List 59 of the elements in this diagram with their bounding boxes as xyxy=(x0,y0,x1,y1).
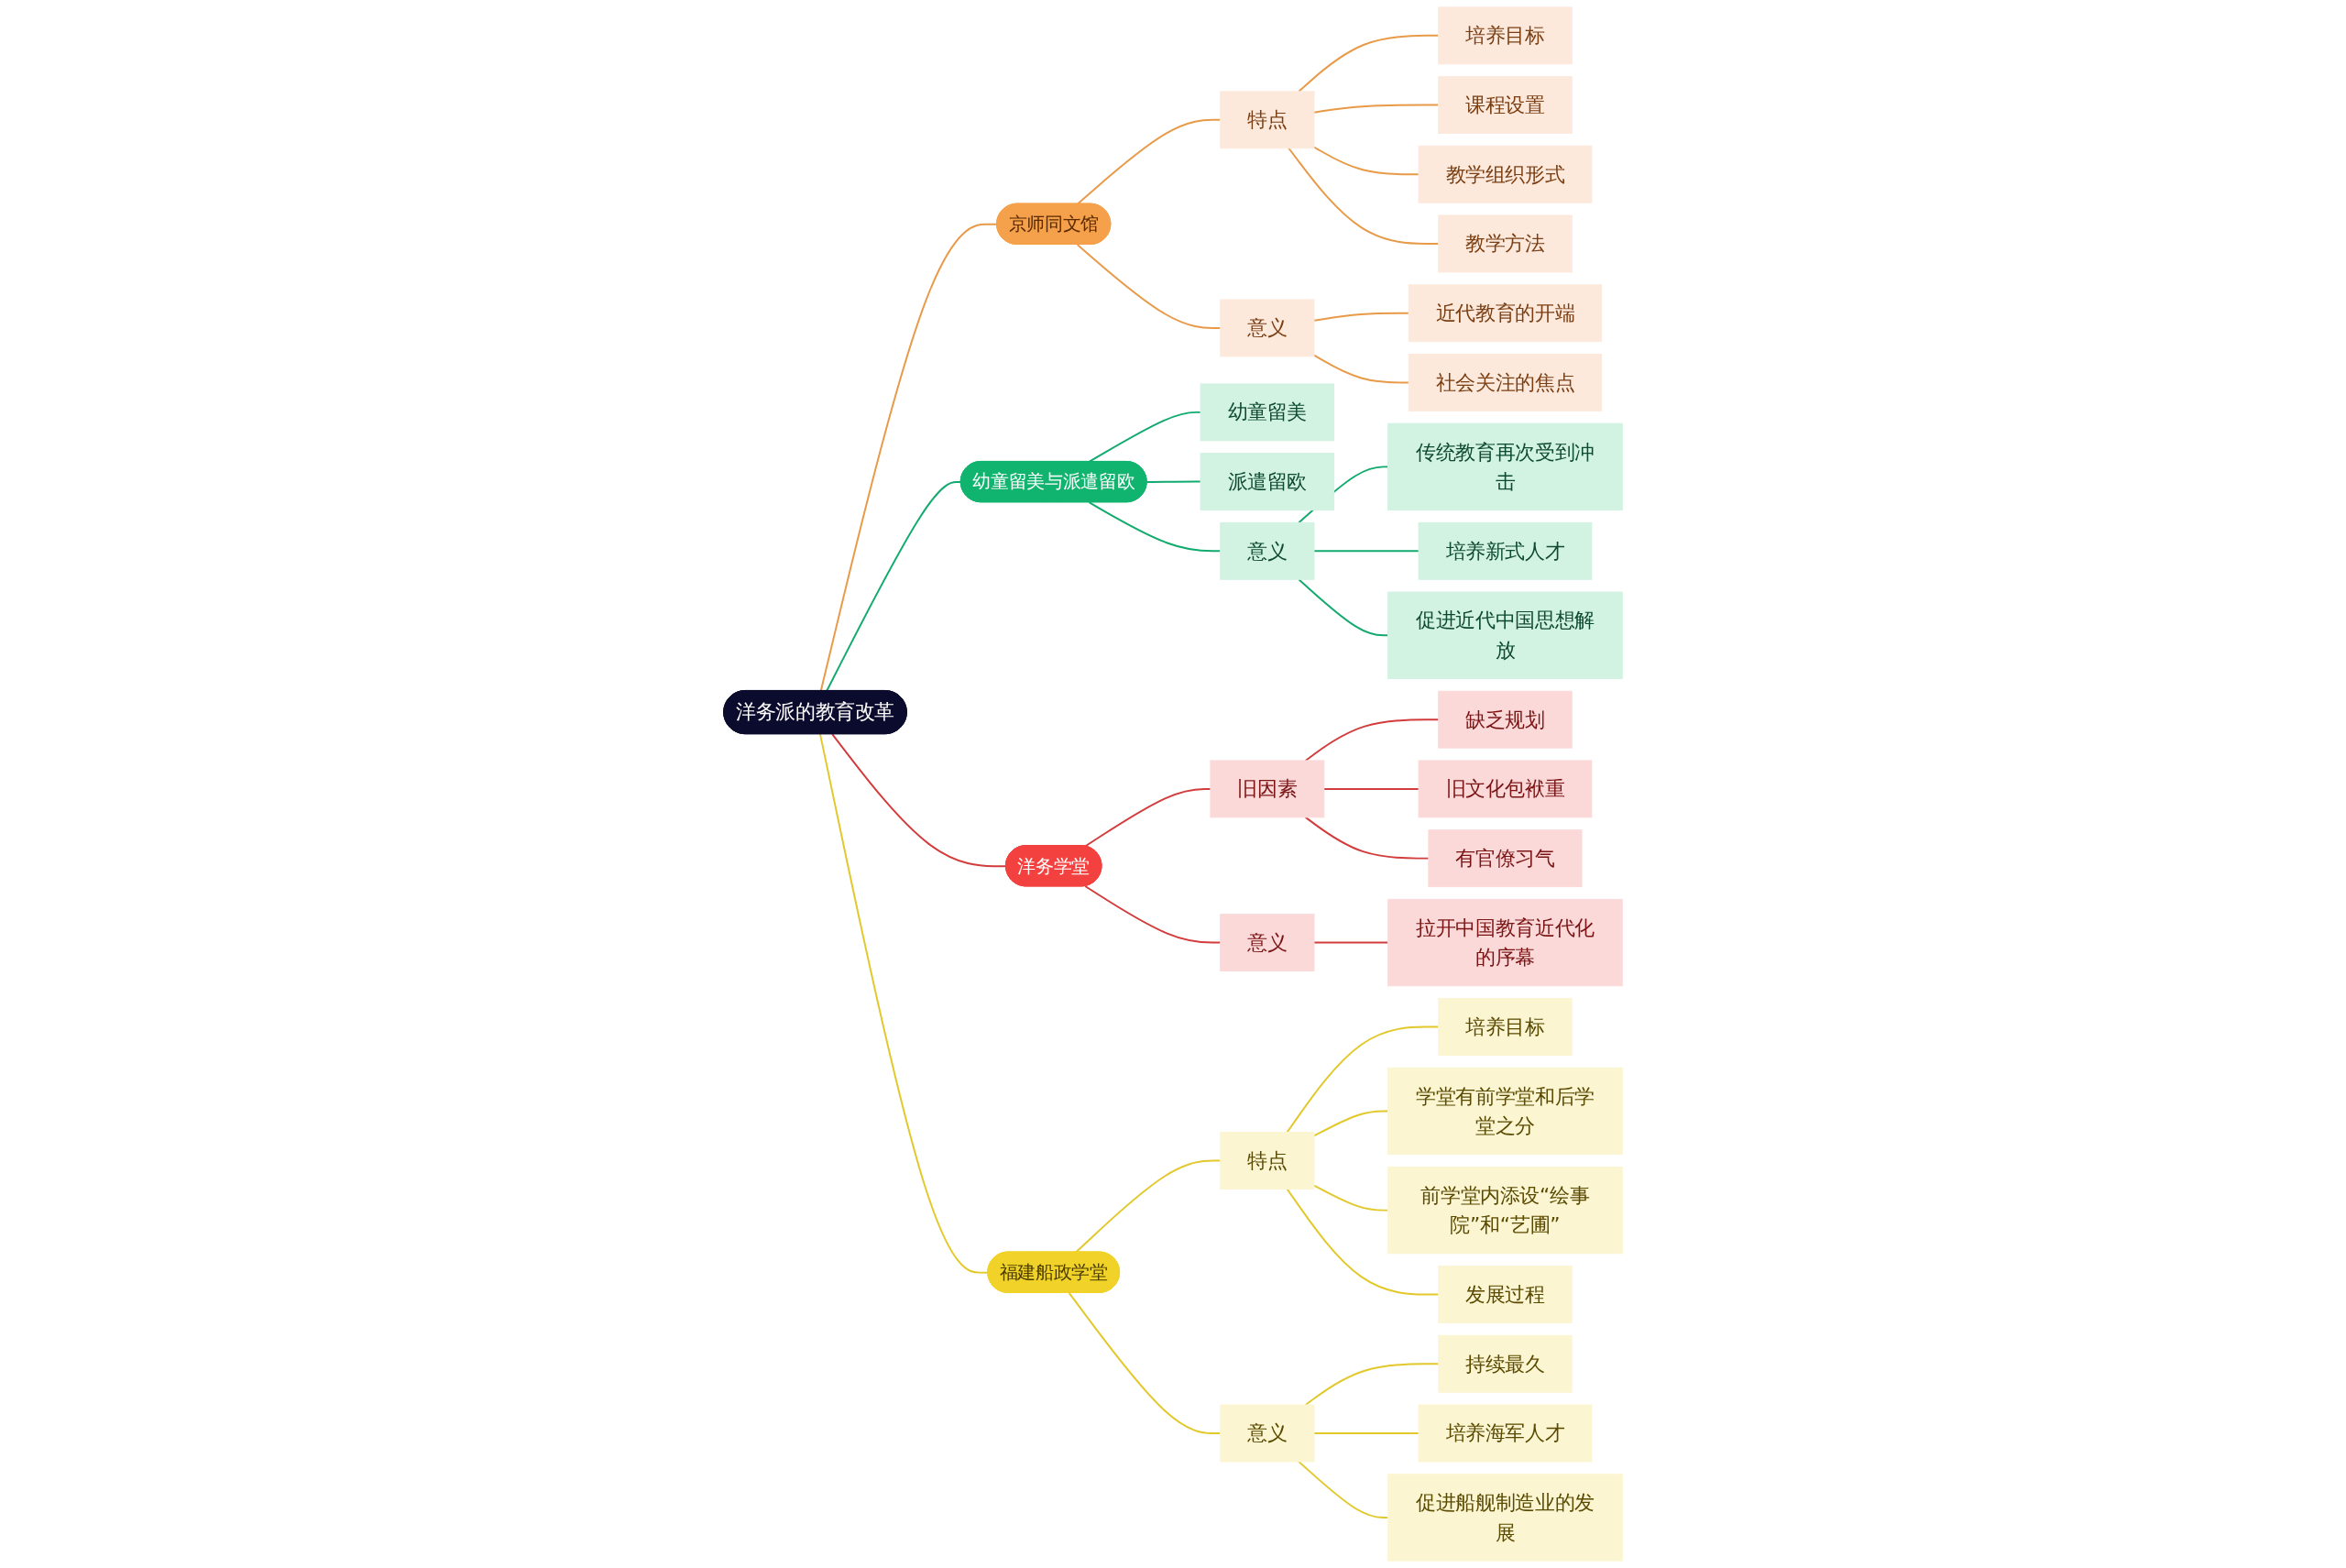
node-box: 教学组织形式 xyxy=(1418,145,1593,203)
connector xyxy=(1304,816,1430,860)
node-box: 学堂有前学堂和后学堂之分 xyxy=(1387,1067,1623,1156)
node-box: 特点 xyxy=(1220,1132,1315,1190)
connector xyxy=(1076,244,1222,329)
node-box: 培养海军人才 xyxy=(1418,1404,1593,1463)
node-box: 前学堂内添设“绘事院”和“艺圃” xyxy=(1387,1166,1623,1255)
connector xyxy=(1068,1291,1222,1434)
node-box: 培养新式人才 xyxy=(1418,521,1593,580)
node-box: 拉开中国教育近代化的序幕 xyxy=(1387,898,1623,987)
connector xyxy=(1286,1025,1440,1134)
connector xyxy=(1076,118,1222,205)
connector xyxy=(1313,354,1410,384)
node-box: 缺乏规划 xyxy=(1438,690,1573,749)
node-box: 有官僚习气 xyxy=(1428,829,1583,888)
node-box: 意义 xyxy=(1220,1404,1315,1463)
connector xyxy=(826,481,962,692)
node-box: 意义 xyxy=(1220,914,1315,972)
node-box: 课程设置 xyxy=(1438,76,1573,134)
node-box: 意义 xyxy=(1220,299,1315,357)
connector xyxy=(1313,550,1420,553)
connector xyxy=(1304,718,1440,762)
node-box: 教学方法 xyxy=(1438,214,1573,273)
connector xyxy=(1075,1159,1222,1254)
connector xyxy=(1298,34,1440,93)
node-box: 意义 xyxy=(1220,521,1315,580)
connector xyxy=(831,733,1007,868)
connector xyxy=(1298,578,1389,637)
connector xyxy=(1313,104,1440,114)
connector xyxy=(1088,411,1202,463)
connector xyxy=(1322,787,1420,790)
connector xyxy=(1313,941,1389,944)
connector xyxy=(1313,312,1410,322)
connector xyxy=(1088,501,1222,553)
connector xyxy=(1313,146,1420,176)
node-box: 培养目标 xyxy=(1438,6,1573,65)
node-box: 促进近代中国思想解放 xyxy=(1387,591,1623,679)
node-box: 传统教育再次受到冲击 xyxy=(1387,422,1623,511)
connector xyxy=(1313,1432,1420,1434)
node-box: 社会关注的焦点 xyxy=(1408,353,1603,411)
node-box: 派遣留欧 xyxy=(1200,453,1335,511)
node-box: 持续最久 xyxy=(1438,1334,1573,1393)
connector xyxy=(1304,1363,1440,1406)
node-box: 发展过程 xyxy=(1438,1266,1573,1323)
connector xyxy=(1313,1110,1389,1137)
connector xyxy=(1084,787,1211,848)
connector xyxy=(1298,1461,1389,1519)
node-box: 旧文化包袱重 xyxy=(1418,760,1593,818)
node-box: 近代教育的开端 xyxy=(1408,284,1603,343)
connector xyxy=(1313,1184,1389,1212)
connector xyxy=(1084,885,1222,944)
connector xyxy=(1288,147,1440,245)
node-box: 幼童留美 xyxy=(1200,383,1335,442)
node-box: 培养目标 xyxy=(1438,998,1573,1056)
node-box: 旧因素 xyxy=(1210,760,1325,818)
connector xyxy=(1286,1188,1440,1296)
node-box: 促进船舰制造业的发展 xyxy=(1387,1474,1623,1562)
connector xyxy=(1146,480,1202,484)
node-box: 特点 xyxy=(1220,91,1315,149)
